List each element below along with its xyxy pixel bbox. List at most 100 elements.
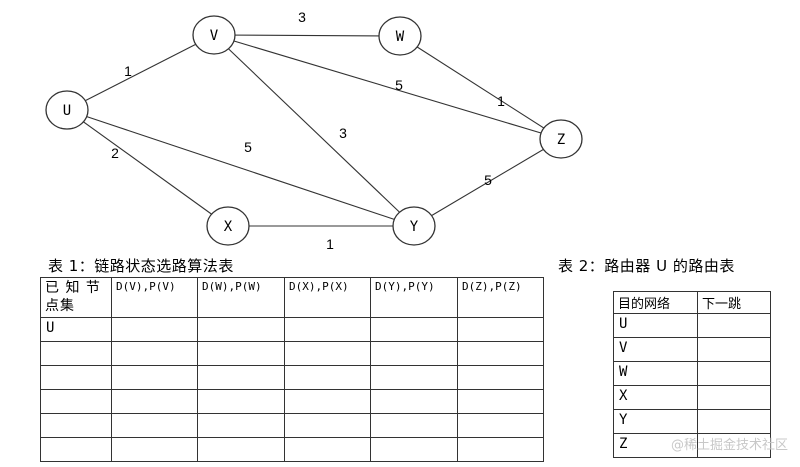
edge-w-z [399, 35, 562, 140]
table1-column-header: D(Y),P(Y) [370, 277, 458, 318]
node-x [206, 206, 250, 246]
table1-cell [284, 341, 371, 366]
table1-cell [284, 389, 371, 414]
table2-row: U [613, 313, 771, 338]
table1-cell [457, 365, 544, 390]
node-w [378, 16, 422, 56]
node-z [539, 119, 583, 159]
table1-row [40, 413, 544, 438]
known-nodes-header-line: 已 知 节 [45, 280, 101, 296]
table1-cell [111, 365, 198, 390]
table2-column-header: 下一跳 [697, 291, 771, 314]
table1-cell [457, 389, 544, 414]
table1-cell [457, 413, 544, 438]
node-label-x: X [224, 219, 233, 235]
table2-row: Y [613, 409, 771, 434]
edge-weight-y-z: 5 [484, 172, 492, 188]
table2-cell: X [613, 385, 698, 410]
table1-cell [40, 413, 112, 438]
table1-cell [457, 437, 544, 462]
table1-cell [40, 365, 112, 390]
edge-v-y [213, 34, 415, 227]
edge-v-z [213, 34, 562, 140]
table1-row [40, 389, 544, 414]
node-v [192, 15, 236, 55]
table2-cell [697, 385, 771, 410]
table2-cell [697, 313, 771, 338]
table1-cell [284, 437, 371, 462]
table1-cell [370, 413, 458, 438]
table1-row [40, 341, 544, 366]
table1-caption: 表 1：链路状态选路算法表 [48, 257, 234, 275]
table1-cell [197, 437, 285, 462]
edge-weight-u-x: 2 [111, 145, 119, 161]
table1-cell [111, 317, 198, 342]
table1-cell [111, 437, 198, 462]
table2-row: Z [613, 433, 771, 458]
table1-cell [40, 389, 112, 414]
table1-cell: U [40, 317, 112, 342]
node-label-v: V [210, 28, 219, 44]
table2-cell [697, 337, 771, 362]
edge-u-v [66, 34, 215, 111]
table1-cell [284, 365, 371, 390]
node-label-z: Z [557, 132, 565, 148]
table1-cell [457, 317, 544, 342]
node-u [45, 90, 89, 130]
node-label-w: W [396, 29, 405, 45]
table2-cell: U [613, 313, 698, 338]
table1-cell [457, 341, 544, 366]
table1-column-header: D(X),P(X) [284, 277, 371, 318]
table2-row: V [613, 337, 771, 362]
edge-weight-u-v: 1 [124, 63, 132, 79]
edge-u-x [66, 109, 229, 227]
table1-cell [370, 365, 458, 390]
table1-cell [197, 365, 285, 390]
table2-cell [697, 409, 771, 434]
edge-weight-u-y: 5 [244, 139, 252, 155]
table2-caption: 表 2：路由器 U 的路由表 [558, 257, 735, 275]
table1-column-header: D(Z),P(Z) [457, 277, 544, 318]
table1-column-header: D(W),P(W) [197, 277, 285, 318]
table1-row: U [40, 317, 544, 342]
table1-cell [197, 317, 285, 342]
edge-weight-w-z: 1 [497, 93, 505, 109]
table1-column-header: D(V),P(V) [111, 277, 198, 318]
table1-row [40, 365, 544, 390]
node-label-y: Y [410, 219, 419, 235]
table1-cell [40, 437, 112, 462]
table1-cell [197, 341, 285, 366]
edge-v-w [213, 34, 401, 37]
edge-weight-v-z: 5 [395, 77, 403, 93]
table2-row: X [613, 385, 771, 410]
graph-edges: 1 3 5 1 3 5 2 1 5 [66, 9, 562, 250]
table1-cell [197, 389, 285, 414]
edge-weight-v-w: 3 [298, 9, 306, 25]
table2-cell: Z [613, 433, 698, 458]
known-nodes-header: 已 知 节点集 [40, 277, 112, 318]
table1-cell [111, 389, 198, 414]
table1-cell [370, 437, 458, 462]
table1-row [40, 437, 544, 462]
table1-cell [284, 317, 371, 342]
table1-cell [370, 317, 458, 342]
edge-weight-v-y: 3 [339, 125, 347, 141]
table2-header-row: 目的网络下一跳 [613, 291, 771, 314]
table1-cell [40, 341, 112, 366]
edge-y-z [413, 138, 562, 227]
table1-cell [111, 413, 198, 438]
known-nodes-header-line: 点集 [45, 298, 75, 314]
edge-u-y [66, 109, 415, 227]
table1-cell [197, 413, 285, 438]
table1-body: U [40, 317, 544, 462]
table2-cell [697, 433, 771, 458]
table2-row: W [613, 361, 771, 386]
table2-cell: W [613, 361, 698, 386]
edge-weight-x-y: 1 [326, 236, 334, 250]
node-y [392, 206, 436, 246]
